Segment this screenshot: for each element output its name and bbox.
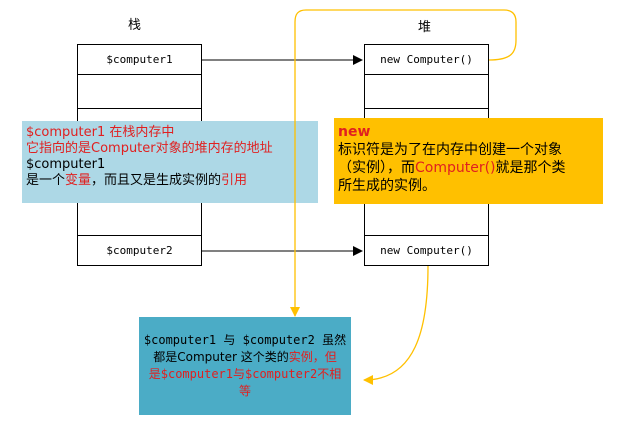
heap-cell-object2: new Computer() (364, 235, 489, 266)
variable-highlight: 变量 (65, 173, 92, 188)
new-note-line: 标识符是为了在内存中创建一个对象 (338, 142, 562, 158)
stack-note: $computer1 在栈内存中 它指向的是Computer对象的堆内存的地址 … (22, 121, 318, 203)
comparison-note-line: $computer1 与 $computer2 虽然 (143, 333, 347, 347)
stack-title: 栈 (128, 18, 142, 33)
stack-note-line: 是一个变量，而且又是生成实例的引用 (26, 173, 318, 189)
comparison-note-line: 是$computer1与$computer2不相 (148, 367, 342, 381)
stack-note-line: $computer1 在栈内存中 (26, 125, 175, 140)
comparison-note-line: 等 (238, 384, 251, 398)
stack-note-text: ，而且又是生成实例的 (91, 173, 222, 188)
stack-note-text: 是一个 (26, 173, 66, 188)
heap-cell-object1: new Computer() (364, 44, 489, 75)
new-note: new 标识符是为了在内存中创建一个对象 （实例），而Computer()就是那… (334, 118, 603, 204)
heap-cell-empty (364, 74, 489, 109)
new-note-line: （实例），而Computer()就是那个类 (338, 159, 603, 177)
stack-cell-empty (77, 74, 202, 109)
comparison-note-line: 都是Computer 这个类的实例，但 (141, 349, 349, 366)
comparison-note: $computer1 与 $computer2 虽然 都是Computer 这个… (139, 317, 351, 415)
computer-call-highlight: Computer() (415, 160, 496, 176)
comparison-note-text: ，但 (312, 350, 337, 364)
link-curve-object2 (363, 265, 429, 385)
stack-cell-computer1: $computer1 (77, 44, 202, 75)
reference-highlight: 引用 (221, 173, 248, 188)
new-keyword: new (338, 124, 371, 140)
new-note-text: （实例），而 (338, 160, 415, 176)
instance-highlight: 实例 (288, 350, 313, 364)
stack-note-line: 它指向的是Computer对象的堆内存的地址 (26, 141, 273, 156)
stack-note-line: $computer1 (26, 157, 106, 172)
new-note-line: 所生成的实例。 (338, 178, 436, 194)
heap-title: 堆 (418, 20, 432, 35)
stack-cell-computer2: $computer2 (77, 235, 202, 266)
comparison-note-text: 都是Computer 这个类的 (153, 350, 289, 364)
link-curve-object1 (290, 9, 517, 317)
new-note-text: 就是那个类 (495, 160, 566, 176)
